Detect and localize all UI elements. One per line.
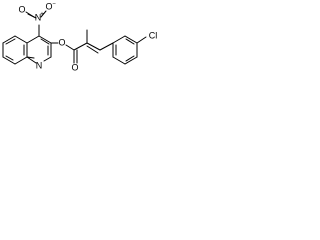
nitro-n-charge: + xyxy=(40,12,44,18)
ester-o-label: O xyxy=(58,37,65,47)
nitro-o-left-label: O xyxy=(18,4,25,14)
chlorophenyl-ring: Cl xyxy=(112,30,158,65)
quinoline-right-ring xyxy=(26,35,52,62)
nitro-group: N + O − O xyxy=(18,1,56,37)
ring-n-label: N xyxy=(36,60,43,70)
chemical-structure: N + O − O N O O xyxy=(2,1,158,72)
nitro-n-label: N xyxy=(35,12,42,22)
chloro-label: Cl xyxy=(149,30,158,40)
nitro-o-top-label: O xyxy=(45,1,52,11)
quinoline-left-ring xyxy=(2,35,37,65)
ester-linkage: O O xyxy=(50,29,114,72)
carbonyl-o-label: O xyxy=(71,62,78,72)
nitro-o-charge: − xyxy=(52,2,56,8)
